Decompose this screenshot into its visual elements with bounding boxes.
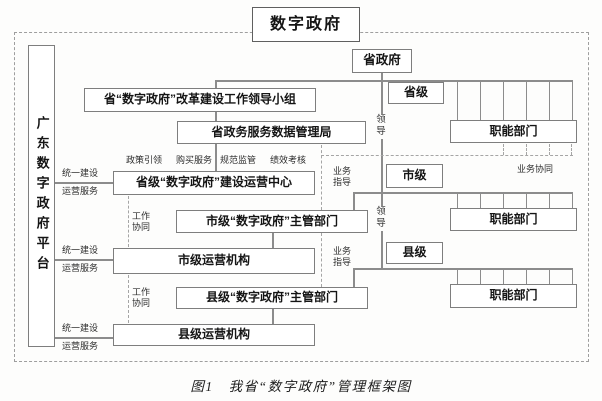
unified-construction-label-3: 统一建设 bbox=[62, 323, 99, 333]
provincial-center-box: 省级“数字政府”建设运营中心 bbox=[113, 171, 315, 195]
figure-caption: 图1 我省“数字政府”管理框架图 bbox=[190, 379, 412, 394]
business-guidance-dash-2 bbox=[321, 233, 322, 287]
platform-label: 广东数字政府平台 bbox=[34, 116, 50, 276]
city-level-line bbox=[353, 192, 572, 194]
county-dept-drop-line bbox=[353, 268, 355, 287]
county-dept-agency-line bbox=[272, 308, 274, 324]
collab-tick-2 bbox=[526, 144, 527, 155]
city-agency-box: 市级运营机构 bbox=[113, 248, 315, 274]
lead-trunk-line bbox=[381, 80, 383, 268]
guangdong-platform-box: 广东数字政府平台 bbox=[28, 45, 55, 347]
county-level-line bbox=[353, 268, 572, 270]
unified-line-provincial bbox=[55, 182, 113, 184]
county-agency-box: 县级运营机构 bbox=[113, 324, 315, 346]
diagram-title: 数字政府 bbox=[269, 15, 342, 33]
purchase-service-label: 购买服务 bbox=[175, 155, 212, 165]
operation-service-label-3: 运营服务 bbox=[62, 341, 99, 351]
collab-tick-1 bbox=[503, 144, 504, 155]
business-collaboration-dash bbox=[321, 155, 573, 156]
city-dept-box: 市级“数字政府”主管部门 bbox=[176, 210, 368, 233]
business-guidance-dash-1 bbox=[321, 145, 322, 210]
county-dept-box: 县级“数字政府”主管部门 bbox=[176, 287, 368, 309]
regulation-label: 规范监管 bbox=[220, 155, 257, 165]
city-dept-drop-line bbox=[353, 192, 355, 210]
provincial-gov-box: 省政府 bbox=[352, 49, 412, 73]
unified-construction-label-1: 统一建设 bbox=[62, 168, 99, 178]
business-collaboration-label: 业务协同 bbox=[517, 164, 554, 174]
bureau-tools-left: 政策引领 购买服务 bbox=[126, 153, 212, 166]
operation-service-label-2: 运营服务 bbox=[62, 263, 99, 273]
diagram-title-box: 数字政府 bbox=[252, 7, 360, 42]
unified-construction-label-2: 统一建设 bbox=[62, 245, 99, 255]
city-dept-agency-line bbox=[272, 232, 274, 248]
functional-dept-box-city: 职能部门 bbox=[450, 208, 577, 231]
bureau-to-center-line bbox=[215, 143, 217, 171]
collab-tick-3 bbox=[549, 144, 550, 155]
unified-line-county bbox=[55, 337, 113, 339]
city-dept-branches bbox=[457, 192, 573, 208]
functional-dept-box-provincial: 职能部门 bbox=[450, 120, 577, 143]
work-coordination-dash-1 bbox=[128, 196, 129, 247]
level-county-box: 县级 bbox=[386, 242, 443, 264]
provincial-trunk-line bbox=[215, 80, 573, 82]
leading-group-box: 省“数字政府”改革建设工作领导小组 bbox=[84, 88, 316, 112]
unified-line-city bbox=[55, 259, 113, 261]
level-city-box: 市级 bbox=[386, 164, 443, 188]
performance-assessment-label: 绩效考核 bbox=[269, 155, 306, 165]
work-coordination-dash-2 bbox=[128, 275, 129, 323]
lead-label-1: 领导 bbox=[373, 114, 389, 139]
gov-drop-line bbox=[381, 72, 383, 80]
lead-label-2: 领导 bbox=[373, 206, 389, 231]
business-guidance-label-1: 业务指导 bbox=[333, 166, 352, 187]
level-provincial-box: 省级 bbox=[388, 82, 444, 104]
collab-tick-4 bbox=[571, 144, 572, 155]
county-dept-branches bbox=[457, 268, 573, 284]
leading-group-drop-line bbox=[215, 80, 217, 89]
business-guidance-label-2: 业务指导 bbox=[333, 246, 352, 267]
bureau-tools-right: 规范监管 绩效考核 bbox=[220, 153, 306, 166]
group-to-bureau-line bbox=[215, 111, 217, 122]
functional-dept-box-county: 职能部门 bbox=[450, 284, 577, 308]
data-bureau-box: 省政务服务数据管理局 bbox=[177, 121, 366, 144]
provincial-dept-branches bbox=[457, 80, 573, 120]
operation-service-label-1: 运营服务 bbox=[62, 186, 99, 196]
work-coordination-label-1: 工作协同 bbox=[132, 211, 151, 232]
work-coordination-label-2: 工作协同 bbox=[132, 287, 151, 308]
policy-guidance-label: 政策引领 bbox=[126, 155, 163, 165]
